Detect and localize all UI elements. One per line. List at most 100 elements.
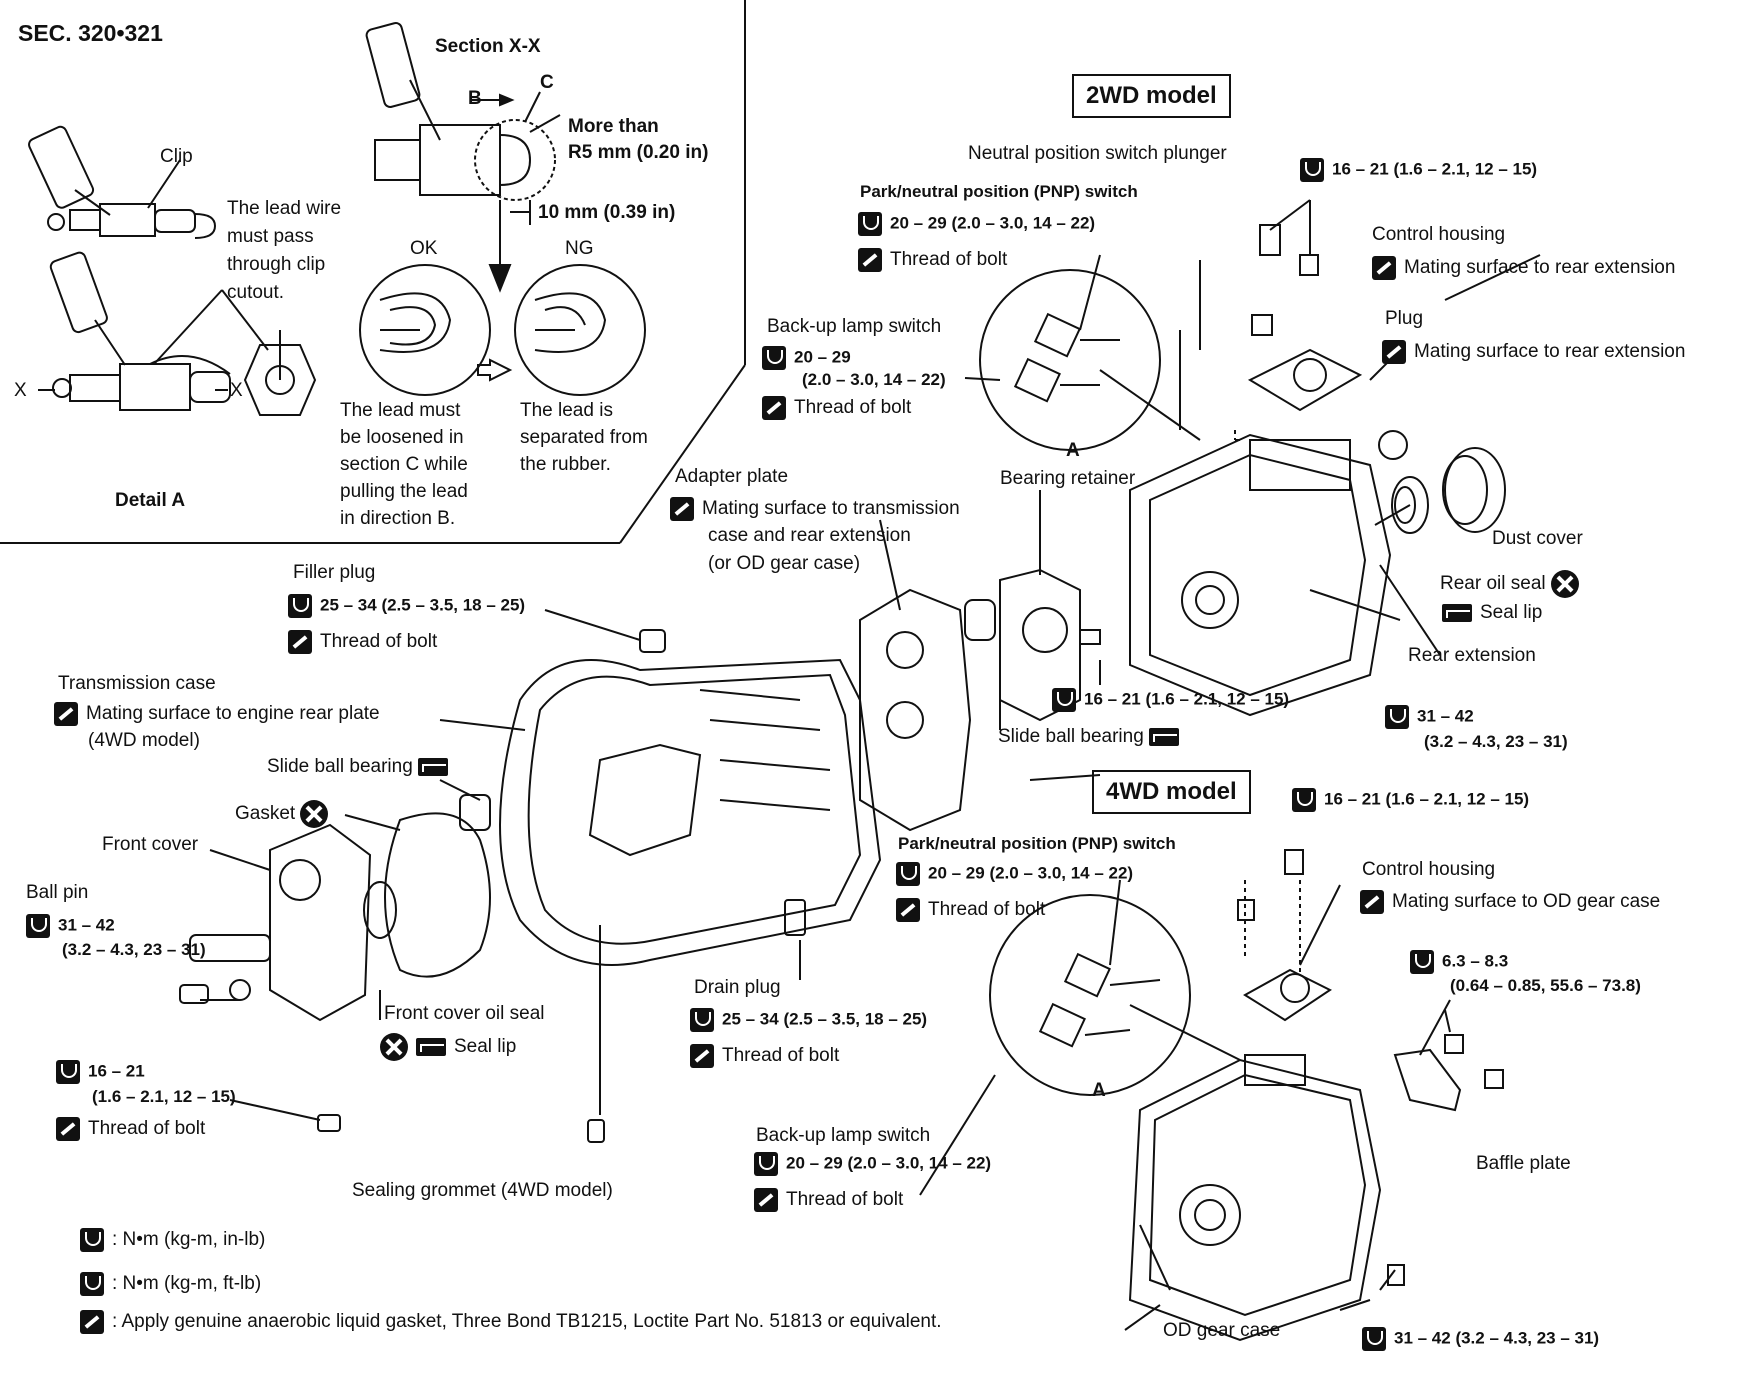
torque-wrench-icon	[896, 862, 920, 886]
torque-value: 25 – 34 (2.5 – 3.5, 18 – 25)	[320, 595, 526, 615]
rear-extension-2wd	[1129, 199, 1392, 717]
ok-note-line: section C while	[340, 454, 468, 475]
legend-text: : Apply genuine anaerobic liquid gasket,…	[112, 1311, 942, 1333]
mark-a-2wd: A	[1066, 440, 1080, 461]
od-gear-case-part	[1128, 849, 1405, 1342]
transmission-case-label: Transmission case	[58, 673, 216, 694]
backup-2wd-torque-sub: (2.0 – 3.0, 14 – 22)	[802, 370, 946, 389]
mating-text: Mating surface to rear extension	[1404, 257, 1676, 279]
detail-a-caption: Detail A	[115, 490, 186, 511]
grease-icon	[1149, 727, 1180, 746]
torque-value: 20 – 29 (2.0 – 3.0, 14 – 22)	[786, 1153, 992, 1173]
sealant-icon	[288, 630, 312, 654]
label-c: C	[540, 72, 554, 93]
control-housing-2wd-label: Control housing	[1372, 224, 1506, 245]
model-2wd-box: 2WD model	[1072, 74, 1231, 118]
mating-text: Mating surface to OD gear case	[1392, 891, 1661, 913]
torque-wrench-icon	[56, 1060, 80, 1084]
leader-lines	[200, 254, 1541, 1331]
baffle-plate-part	[1393, 1009, 1504, 1112]
sealant-icon	[762, 396, 786, 420]
clip-label: Clip	[160, 146, 193, 167]
sealant-icon	[690, 1044, 714, 1068]
backup-4wd-thread: Thread of bolt	[754, 1188, 903, 1212]
baffle-torque: 6.3 – 8.3	[1410, 950, 1508, 974]
sealant-icon	[1382, 340, 1406, 364]
x-left-label: X	[14, 380, 27, 401]
lead-note-line: The lead wire	[227, 198, 342, 219]
ball-pin-label: Ball pin	[26, 882, 89, 903]
torque-value: 20 – 29 (2.0 – 3.0, 14 – 22)	[890, 213, 1096, 233]
backup-switch-2wd-label: Back-up lamp switch	[767, 316, 942, 337]
od-case-torque-31-42: 31 – 42 (3.2 – 4.3, 23 – 31)	[1362, 1327, 1599, 1351]
plug-mating: Mating surface to rear extension	[1382, 340, 1685, 364]
sealant-icon	[1360, 890, 1384, 914]
torque-wrench-icon	[1385, 705, 1409, 729]
slide-ball-bearing-2wd: Slide ball bearing	[998, 726, 1187, 748]
adapter-mating-2: case and rear extension	[708, 525, 911, 546]
section-xx-title: Section X-X	[435, 36, 541, 57]
baffle-torque-sub: (0.64 – 0.85, 55.6 – 73.8)	[1450, 976, 1641, 995]
od-gear-case-label: OD gear case	[1163, 1320, 1281, 1341]
switch-detail-circle-2wd	[964, 254, 1201, 451]
grease-icon	[416, 1038, 446, 1056]
legend-ftlb: : N•m (kg-m, ft-lb)	[80, 1272, 261, 1296]
torque-value: 6.3 – 8.3	[1442, 951, 1509, 971]
sealant-icon	[858, 248, 882, 272]
ng-note-line: the rubber.	[520, 454, 611, 475]
more-than-1: More than	[568, 116, 659, 137]
torque-value: 16 – 21 (1.6 – 2.1, 12 – 15)	[1084, 689, 1290, 709]
ng-label: NG	[565, 238, 594, 259]
backup-switch-4wd-label: Back-up lamp switch	[756, 1125, 931, 1146]
backup-4wd-torque: 20 – 29 (2.0 – 3.0, 14 – 22)	[754, 1152, 991, 1176]
adapter-mating-3: (or OD gear case)	[708, 553, 861, 574]
front-cover-bolt-torque-sub: (1.6 – 2.1, 12 – 15)	[92, 1087, 236, 1106]
rear-seal-lip: Seal lip	[1442, 602, 1542, 624]
torque-value: 16 – 21 (1.6 – 2.1, 12 – 15)	[1332, 159, 1538, 179]
torque-value: 31 – 42 (3.2 – 4.3, 23 – 31)	[1394, 1328, 1600, 1348]
sealant-icon	[754, 1188, 778, 1212]
torque-value: 20 – 29	[794, 347, 851, 367]
rear-oil-seal-text: Rear oil seal	[1440, 573, 1546, 595]
clearance-dim: 10 mm (0.39 in)	[538, 202, 676, 223]
drain-plug-thread: Thread of bolt	[690, 1044, 839, 1068]
torque-value: 16 – 21 (1.6 – 2.1, 12 – 15)	[1324, 789, 1530, 809]
sealant-icon	[54, 702, 78, 726]
torque-wrench-icon	[288, 594, 312, 618]
adapter-plate-label: Adapter plate	[675, 466, 789, 487]
thread-bolt-text: Thread of bolt	[320, 631, 438, 653]
more-than-2: R5 mm (0.20 in)	[568, 142, 709, 163]
torque-wrench-icon	[80, 1228, 104, 1252]
sealant-icon	[80, 1310, 104, 1334]
torque-wrench-icon	[1410, 950, 1434, 974]
replace-icon	[1550, 570, 1579, 598]
switch-detail-circle-4wd	[989, 879, 1241, 1096]
rear-ext-torque-16-21: 16 – 21 (1.6 – 2.1, 12 – 15)	[1300, 158, 1537, 182]
sealant-icon	[896, 898, 920, 922]
front-seal-lip: Seal lip	[380, 1033, 516, 1061]
control-housing-2wd-mating: Mating surface to rear extension	[1372, 256, 1675, 280]
slide-ball-bearing-text: Slide ball bearing	[267, 756, 413, 777]
torque-wrench-icon	[858, 212, 882, 236]
sealant-icon	[56, 1117, 80, 1141]
ng-note-line: separated from	[520, 427, 648, 448]
seal-lip-text: Seal lip	[1480, 602, 1543, 623]
torque-wrench-icon	[762, 346, 786, 370]
gasket-label: Gasket	[235, 800, 336, 828]
detail-switch-upper	[28, 125, 217, 239]
pnp-4wd-torque: 20 – 29 (2.0 – 3.0, 14 – 22)	[896, 862, 1133, 886]
sealant-icon	[1372, 256, 1396, 280]
mating-text: Mating surface to transmission	[702, 498, 960, 520]
plug-label: Plug	[1385, 308, 1424, 329]
ok-note-line: The lead must	[340, 400, 461, 421]
ng-note-line: The lead is	[520, 400, 613, 421]
front-cover-bolt-torque: 16 – 21	[56, 1060, 145, 1084]
thread-bolt-text: Thread of bolt	[786, 1189, 904, 1211]
bearing-retainer-label: Bearing retainer	[1000, 468, 1136, 489]
torque-wrench-icon	[1292, 788, 1316, 812]
torque-value: 20 – 29 (2.0 – 3.0, 14 – 22)	[928, 863, 1134, 883]
ok-note-line: in direction B.	[340, 508, 456, 529]
torque-wrench-icon	[1300, 158, 1324, 182]
